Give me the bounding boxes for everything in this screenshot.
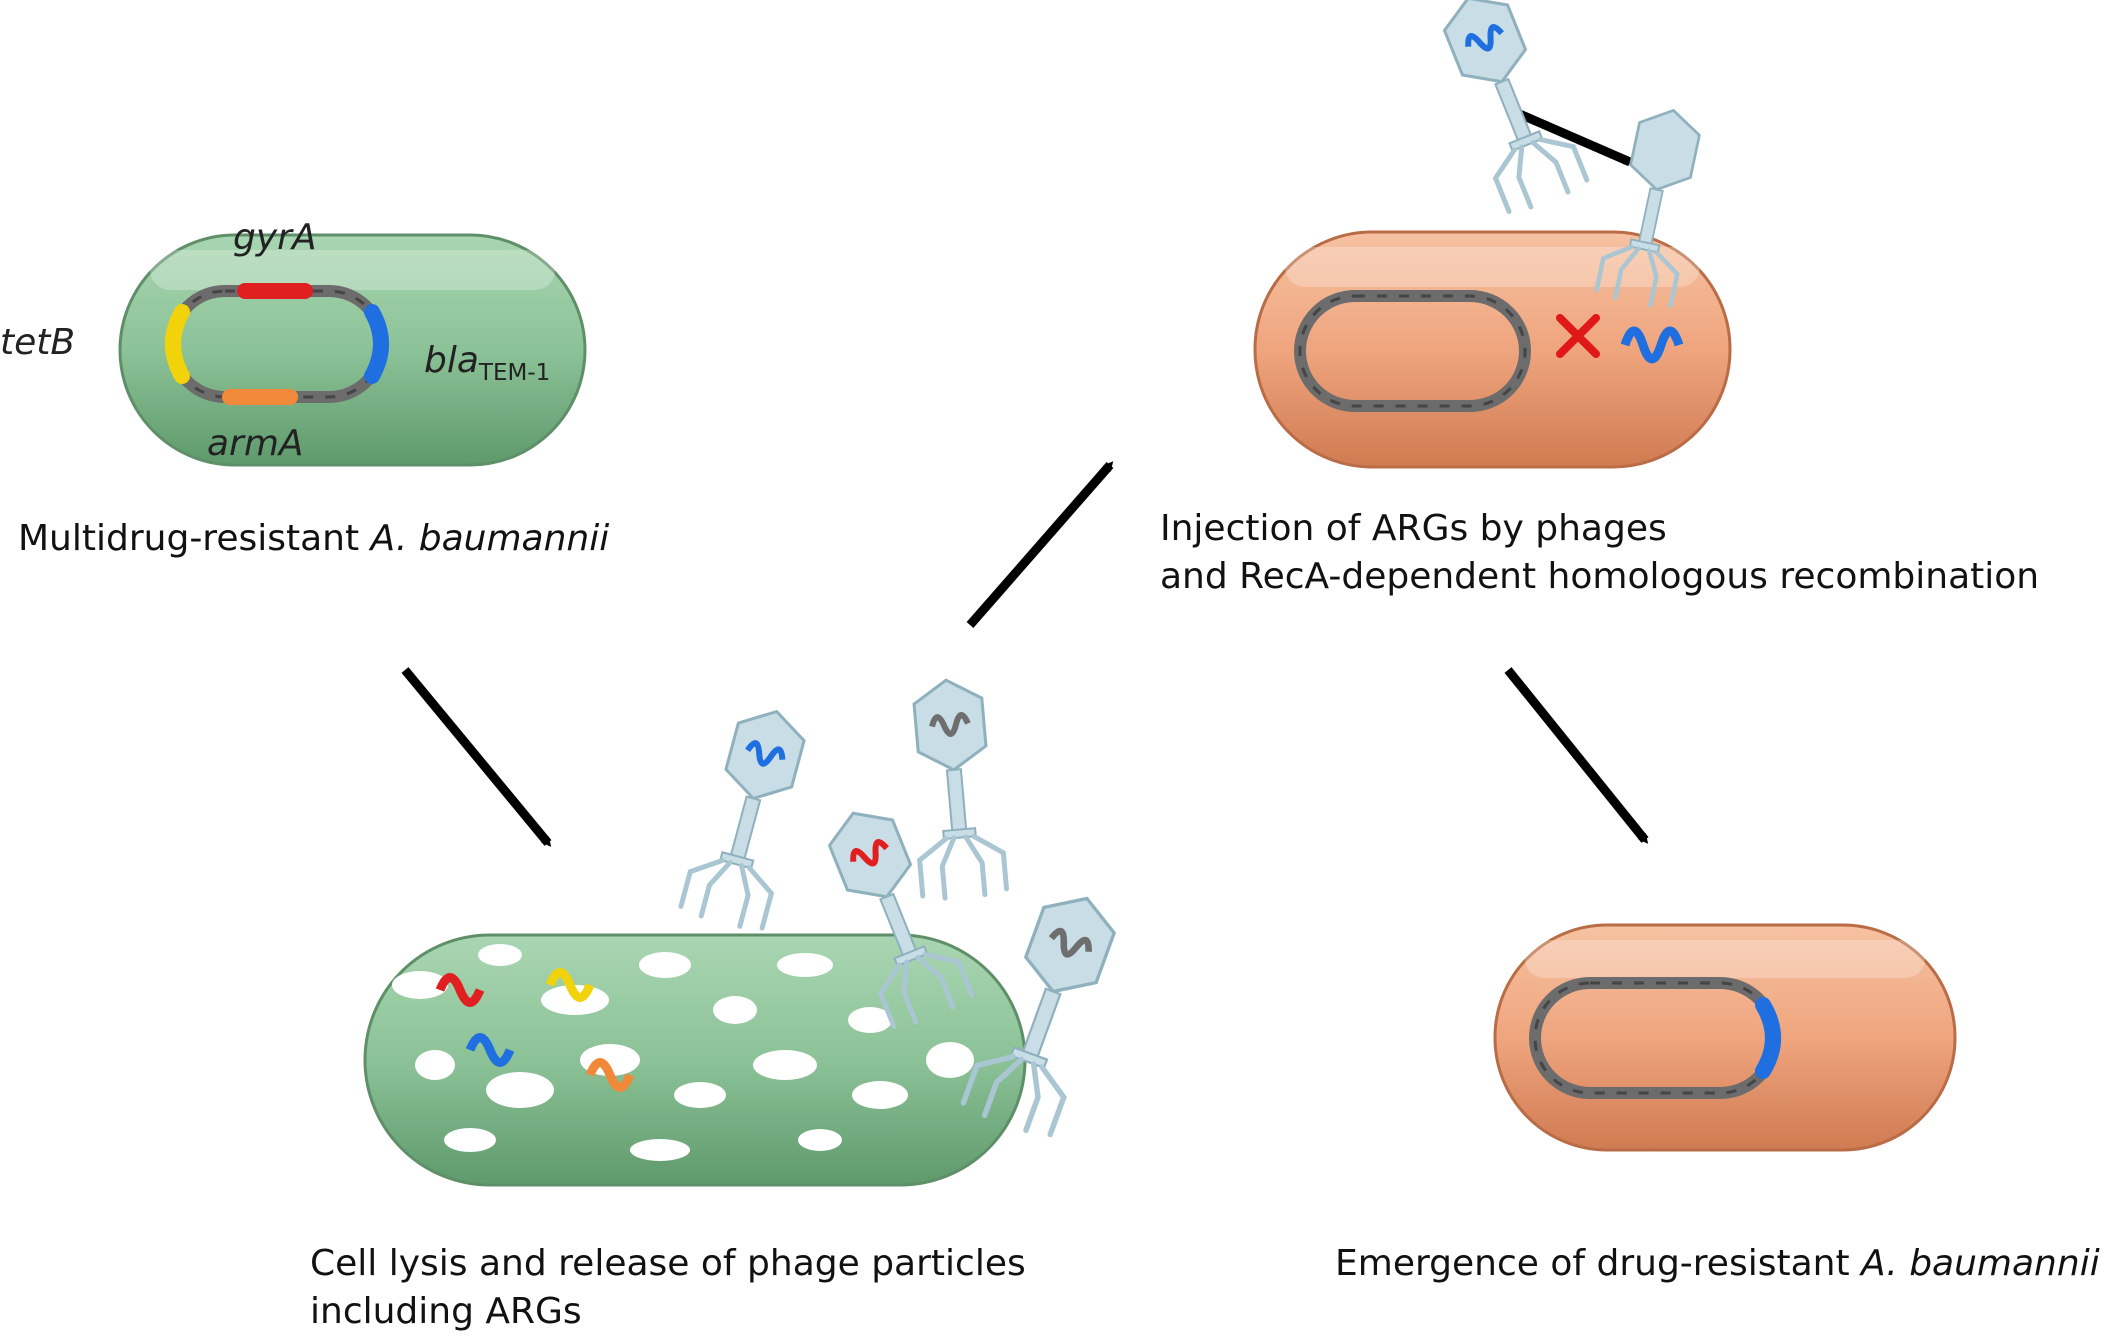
phage-released-bla — [678, 709, 806, 931]
caption-emergence: Emergence of drug-resistant A. baumannii — [1335, 1240, 2100, 1288]
phage-group — [678, 0, 1701, 1138]
gene-label-armA: armA — [207, 423, 304, 464]
caption-mdr-prefix: Multidrug-resistant — [18, 518, 371, 559]
phage-released-2 — [960, 896, 1117, 1138]
gene-label-bla-main: bla — [424, 340, 479, 381]
caption-injection-line2: and RecA-dependent homologous recombinat… — [1160, 556, 2040, 597]
caption-mdr-species: A. baumannii — [370, 518, 610, 559]
phage-released-1 — [912, 678, 1009, 901]
caption-emergence-prefix: Emergence of drug-resistant — [1335, 1243, 1862, 1284]
caption-lysis: Cell lysis and release of phage particle… — [310, 1240, 1026, 1336]
caption-lysis-line2: including ARGs — [310, 1291, 582, 1332]
gene-label-gyrA: gyrA — [233, 217, 317, 258]
caption-emergence-species: A. baumannii — [1861, 1243, 2100, 1284]
released-tetB-fragment — [545, 968, 595, 1002]
phage-released-gyrA — [827, 811, 975, 1030]
tetB-segment — [165, 304, 190, 384]
mdr-plasmid — [165, 283, 389, 405]
resistant-cell — [1493, 923, 1957, 1152]
bla-segment — [364, 304, 389, 384]
phage-attached-empty — [1594, 108, 1701, 309]
recipient-cell — [1253, 230, 1732, 469]
released-gyrA-fragment — [435, 973, 485, 1007]
released-bla-fragment — [465, 1033, 515, 1067]
arrow-to-injection — [966, 461, 1114, 628]
caption-injection-line1: Injection of ARGs by phages — [1160, 508, 1667, 549]
released-armA-fragment — [585, 1058, 635, 1092]
recombination-block-icon — [1556, 314, 1600, 358]
arrow-to-emergence — [1504, 667, 1649, 844]
caption-injection: Injection of ARGs by phages and RecA-dep… — [1160, 505, 2039, 601]
arrow-phage-attachment — [1513, 107, 1635, 167]
injected-bla-fragment — [1620, 326, 1684, 364]
gene-label-tetB: tetB — [0, 322, 76, 363]
lysed-cell — [363, 933, 1027, 1187]
integrated-bla-segment — [1755, 997, 1781, 1079]
arrow-to-lysis — [401, 667, 552, 847]
caption-mdr: Multidrug-resistant A. baumannii — [18, 515, 609, 563]
phage-injecting — [1442, 0, 1590, 215]
gene-label-bla: blaTEM-1 — [424, 340, 550, 386]
gene-label-bla-subscript: TEM-1 — [478, 360, 551, 386]
mdr-cell — [118, 233, 587, 467]
caption-lysis-line1: Cell lysis and release of phage particle… — [310, 1243, 1026, 1284]
